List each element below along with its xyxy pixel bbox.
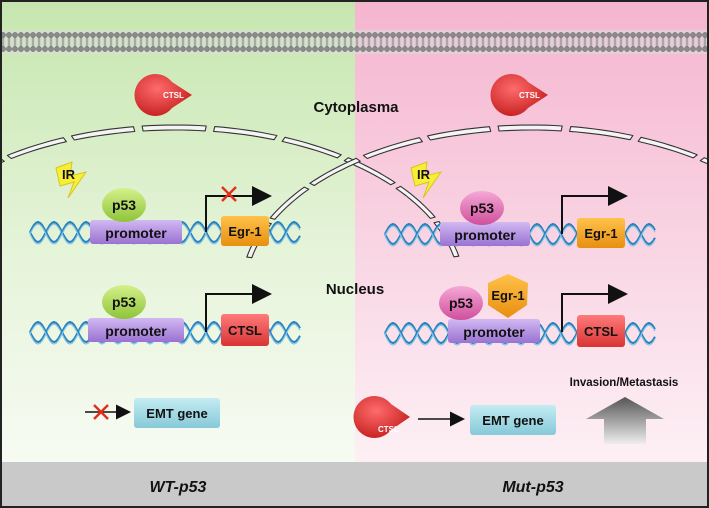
ir-bolt-left: IR	[55, 161, 88, 199]
blocked-x-emt-left	[93, 404, 109, 420]
transcription-arrow-right-top	[561, 186, 628, 234]
svg-text:Egr-1: Egr-1	[584, 226, 617, 241]
svg-text:CTSL: CTSL	[228, 323, 262, 338]
svg-text:p53: p53	[112, 197, 136, 213]
promoter-right-top: promoter	[440, 222, 530, 246]
p53-wt-mid: p53	[102, 285, 146, 319]
nucleus-label: Nucleus	[326, 281, 384, 298]
svg-text:promoter: promoter	[463, 324, 525, 340]
up-arrow-icon	[586, 397, 664, 444]
svg-text:promoter: promoter	[454, 227, 516, 243]
transcription-arrow-left-mid	[205, 284, 272, 332]
emt-gene-right: EMT gene	[470, 405, 556, 435]
promoter-left-top: promoter	[90, 220, 182, 244]
p53-wt-top: p53	[102, 188, 146, 222]
ctsl-gene-right: CTSL	[577, 315, 625, 347]
ctsl-gene-left: CTSL	[221, 314, 269, 346]
svg-text:p53: p53	[470, 200, 494, 216]
ctsl-enzyme-left: CTSL	[134, 73, 192, 116]
invasion-metastasis-label: Invasion/Metastasis	[570, 377, 679, 389]
svg-text:Egr-1: Egr-1	[491, 288, 524, 303]
p53-mut-top: p53	[460, 191, 504, 225]
transcription-arrow-left-top	[205, 186, 272, 232]
emt-gene-left: EMT gene	[134, 398, 220, 428]
blocked-x-left-top	[221, 186, 237, 202]
svg-text:CTSL: CTSL	[584, 324, 618, 339]
svg-text:promoter: promoter	[105, 323, 167, 339]
svg-text:EMT gene: EMT gene	[146, 406, 207, 421]
svg-text:EMT gene: EMT gene	[482, 413, 543, 428]
svg-text:Egr-1: Egr-1	[228, 224, 261, 239]
svg-text:CTSL: CTSL	[378, 425, 399, 434]
svg-text:p53: p53	[449, 295, 473, 311]
p53-mut-mid: p53	[439, 286, 483, 320]
ir-bolt-right: IR	[410, 161, 443, 199]
cytoplasm-label: Cytoplasma	[313, 99, 399, 116]
svg-text:IR: IR	[417, 167, 431, 182]
promoter-left-mid: promoter	[88, 318, 184, 342]
egr1-gene-right: Egr-1	[577, 218, 625, 248]
egr1-protein-right: Egr-1	[488, 274, 528, 318]
promoter-right-mid: promoter	[448, 319, 540, 343]
ctsl-enzyme-right: CTSL	[490, 73, 548, 117]
cell-membrane	[0, 30, 709, 54]
footer-mut-label: Mut-p53	[502, 479, 563, 496]
footer-bar	[0, 462, 709, 508]
svg-text:CTSL: CTSL	[519, 91, 540, 100]
transcription-arrow-right-mid	[561, 284, 628, 332]
ctsl-enzyme-emt: CTSL	[353, 396, 410, 438]
footer-wt-label: WT-p53	[150, 479, 207, 496]
egr1-gene-left: Egr-1	[221, 216, 269, 246]
svg-text:p53: p53	[112, 294, 136, 310]
svg-text:CTSL: CTSL	[163, 91, 184, 100]
svg-text:promoter: promoter	[105, 225, 167, 241]
svg-text:IR: IR	[62, 167, 76, 182]
